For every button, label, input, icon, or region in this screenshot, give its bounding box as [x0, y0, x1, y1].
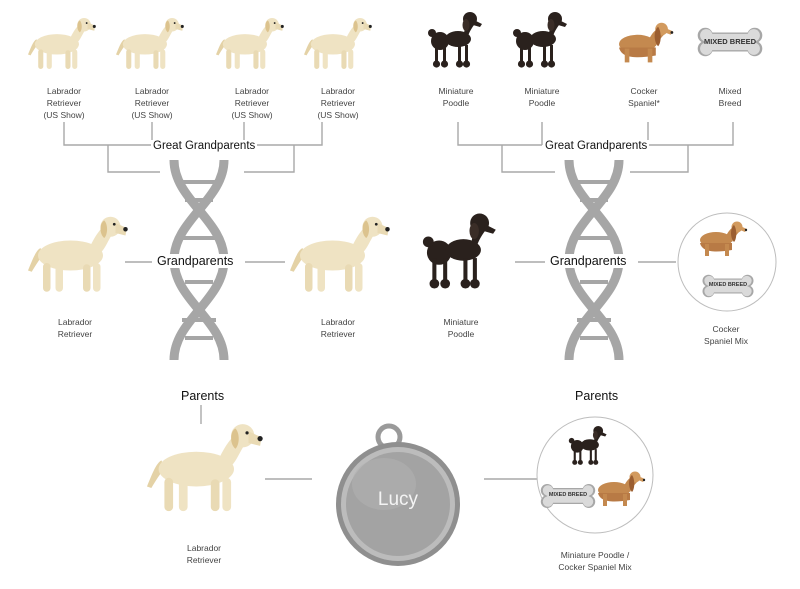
breed-label: Labrador Retriever: [320, 317, 356, 339]
cocker-spaniel-icon: [619, 22, 674, 63]
generation-label: Great Grandparents: [543, 140, 650, 152]
breed-label: Miniature Poodle: [524, 86, 560, 108]
breed-label: Cocker Spaniel Mix: [704, 324, 748, 346]
breed-label: Labrador Retriever: [186, 543, 222, 565]
dog-name: Lucy: [377, 489, 419, 510]
generation-label: Great Grandparents: [151, 140, 258, 152]
breed-label: Mixed Breed: [718, 86, 742, 108]
generation-label: Parents: [179, 389, 227, 403]
generation-label: Grandparents: [548, 254, 629, 268]
breed-label: Miniature Poodle: [438, 86, 474, 108]
labrador-icon: [28, 216, 128, 292]
cocker-spaniel-mix-circle: [677, 212, 777, 312]
labrador-icon: [147, 424, 263, 512]
breed-label: Miniature Poodle / Cocker Spaniel Mix: [558, 550, 632, 572]
breed-label: Labrador Retriever (US Show): [131, 86, 173, 120]
breed-label: Labrador Retriever (US Show): [317, 86, 359, 120]
labrador-icon: [28, 17, 96, 69]
labrador-icon: [216, 17, 284, 69]
poodle-icon: [513, 12, 567, 68]
mixed-breed-tag-text: MIXED BREED: [548, 492, 588, 498]
breed-label: Miniature Poodle: [443, 317, 479, 339]
mixed-breed-tag-text: MIXED BREED: [708, 282, 748, 288]
breed-label: Cocker Spaniel*: [628, 86, 660, 108]
labrador-icon: [304, 17, 372, 69]
mixed-breed-tag-text: MIXED BREED: [703, 37, 757, 46]
breed-label: Labrador Retriever (US Show): [231, 86, 273, 120]
labrador-icon: [290, 216, 390, 292]
breed-label: Labrador Retriever: [57, 317, 93, 339]
generation-label: Parents: [573, 389, 621, 403]
generation-label: Grandparents: [155, 254, 236, 268]
name-tag-icon: [336, 423, 460, 566]
breed-label: Labrador Retriever (US Show): [43, 86, 85, 120]
poodle-icon: [422, 213, 496, 289]
poodle-icon: [428, 12, 482, 68]
labrador-icon: [116, 17, 184, 69]
